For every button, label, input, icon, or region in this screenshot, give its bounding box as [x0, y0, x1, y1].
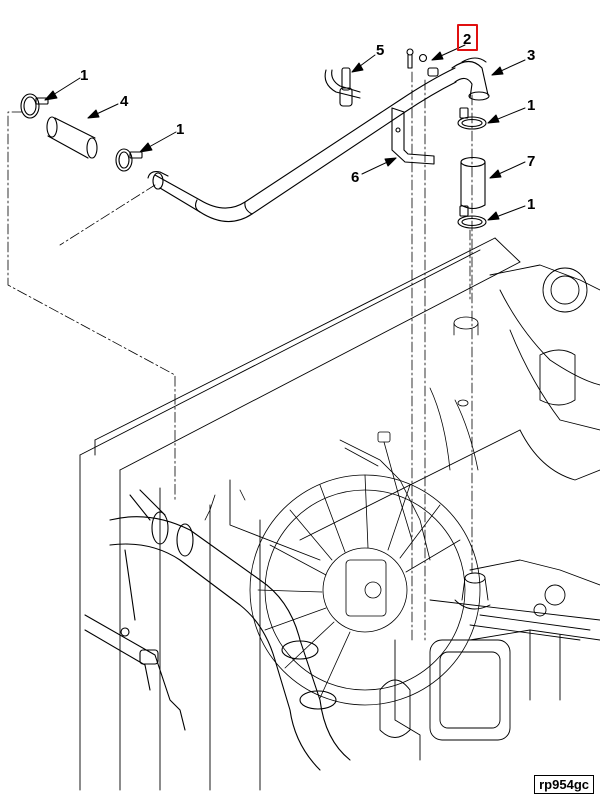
highlight-box-callout-2: [457, 24, 478, 51]
callout-labels: 1 4 1 5 2 3 1 6 7 1: [80, 24, 535, 213]
callout-1-right-lower: 1: [527, 196, 535, 213]
callout-1-right-upper: 1: [527, 97, 535, 114]
phantom-lines: [7, 71, 473, 641]
hose-clamp-right-lower: [457, 205, 487, 229]
engine-block: [379, 264, 600, 761]
callout-1-middle-left: 1: [176, 121, 184, 138]
harness-and-sensors: [204, 316, 479, 561]
callout-1-top-left: 1: [80, 67, 88, 84]
hose-clamp-left: [20, 93, 49, 119]
leader-arrows: [44, 44, 526, 221]
radiator-shroud: [79, 237, 521, 791]
callout-4: 4: [120, 93, 129, 110]
fan-assembly: [249, 474, 481, 706]
p-clamp: [324, 67, 361, 107]
hose-clamp-right-upper: [457, 107, 487, 130]
hose-clamp-middle: [115, 148, 143, 172]
mounting-bracket: [391, 107, 435, 165]
bolt-and-nut: [406, 48, 439, 77]
straight-hose-7: [460, 156, 486, 210]
elbow-hose: [451, 57, 490, 101]
callout-6: 6: [351, 169, 359, 186]
drawing-reference-code: rp954gc: [534, 775, 594, 794]
upper-coolant-pipe: [147, 67, 457, 223]
straight-hose-4: [46, 116, 98, 159]
callout-5: 5: [376, 42, 384, 59]
callout-2: 2: [463, 31, 471, 48]
callout-7: 7: [527, 153, 535, 170]
callout-3: 3: [527, 47, 535, 64]
left-support-strut: [84, 549, 186, 731]
lower-radiator-hose: [109, 489, 351, 771]
